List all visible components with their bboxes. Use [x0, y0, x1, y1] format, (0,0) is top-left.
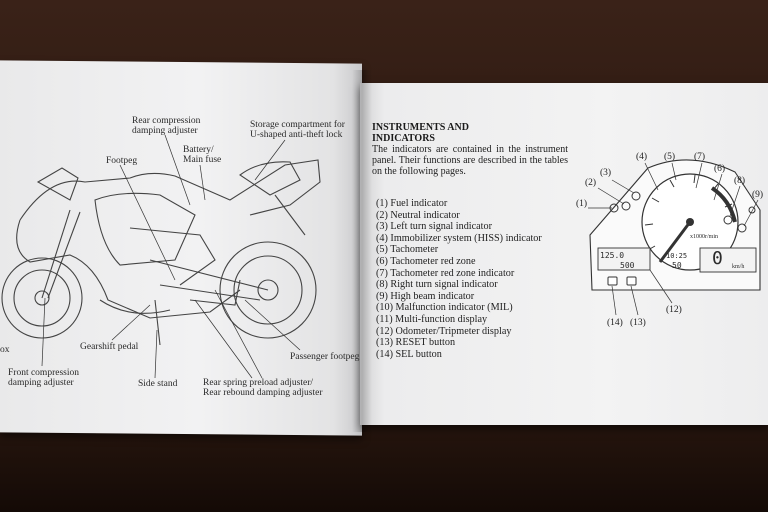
- list-item: (3) Left turn signal indicator: [376, 221, 492, 233]
- intro-paragraph: The indicators are contained in the inst…: [372, 144, 568, 177]
- trip-readout: 500: [620, 261, 635, 270]
- book-gutter: [352, 70, 372, 432]
- list-item: (2) Neutral indicator: [376, 209, 460, 221]
- list-item: (4) Immobilizer system (HISS) indicator: [376, 232, 542, 244]
- rear-compression-label: Rear compression damping adjuster: [132, 116, 201, 136]
- callout-4: (4): [636, 152, 648, 162]
- list-item: (12) Odometer/Tripmeter display: [376, 325, 512, 337]
- indicator-list: (1) Fuel indicator (2) Neutral indicator…: [376, 198, 542, 360]
- list-item: (9) High beam indicator: [376, 290, 475, 302]
- rear-wheel: [219, 241, 317, 339]
- tach-unit: x1000r/min: [690, 234, 718, 240]
- front-wheel: [1, 257, 83, 339]
- gearshift-label: Gearshift pedal: [80, 342, 139, 352]
- passenger-footpeg-label: Passenger footpeg: [290, 352, 360, 362]
- speed-unit: km/h: [732, 264, 745, 270]
- callout-3: (3): [600, 168, 612, 178]
- box-label: ox: [0, 345, 10, 355]
- list-item: (8) Right turn signal indicator: [376, 279, 498, 291]
- storage-compartment-label: Storage compartment for U-shaped anti-th…: [250, 120, 345, 140]
- odo-readout: 125.0: [600, 251, 625, 260]
- footpeg-label: Footpeg: [106, 156, 138, 166]
- callout-14: (14): [607, 318, 623, 328]
- speed-readout: 0: [712, 248, 723, 269]
- list-item: (13) RESET button: [376, 337, 456, 349]
- instrument-cluster: [588, 159, 761, 316]
- list-item: (1) Fuel indicator: [376, 198, 448, 209]
- callout-1: (1): [576, 199, 588, 209]
- callout-6: (6): [714, 164, 726, 174]
- front-compression-label: Front compression damping adjuster: [8, 368, 79, 388]
- battery-label: Battery/ Main fuse: [183, 145, 222, 165]
- callout-2: (2): [585, 178, 597, 188]
- list-item: (10) Malfunction indicator (MIL): [376, 302, 513, 314]
- clock-readout: 10:25: [666, 252, 688, 260]
- side-stand-label: Side stand: [138, 379, 178, 389]
- callout-13: (13): [630, 318, 646, 328]
- list-item: (14) SEL button: [376, 348, 442, 360]
- callout-9: (9): [752, 190, 764, 200]
- list-item: (6) Tachometer red zone: [376, 255, 476, 267]
- table-edge: [0, 430, 768, 512]
- list-item: (5) Tachometer: [376, 244, 439, 256]
- rear-spring-label: Rear spring preload adjuster/ Rear rebou…: [203, 378, 323, 398]
- callout-7: (7): [694, 152, 706, 162]
- callout-5: (5): [664, 152, 676, 162]
- list-item: (11) Multi-function display: [376, 313, 488, 325]
- temp-readout: 50: [672, 261, 682, 270]
- section-heading: INSTRUMENTS AND INDICATORS: [372, 122, 469, 144]
- list-item: (7) Tachometer red zone indicator: [376, 267, 515, 279]
- callout-12: (12): [666, 305, 682, 315]
- callout-8: (8): [734, 176, 746, 186]
